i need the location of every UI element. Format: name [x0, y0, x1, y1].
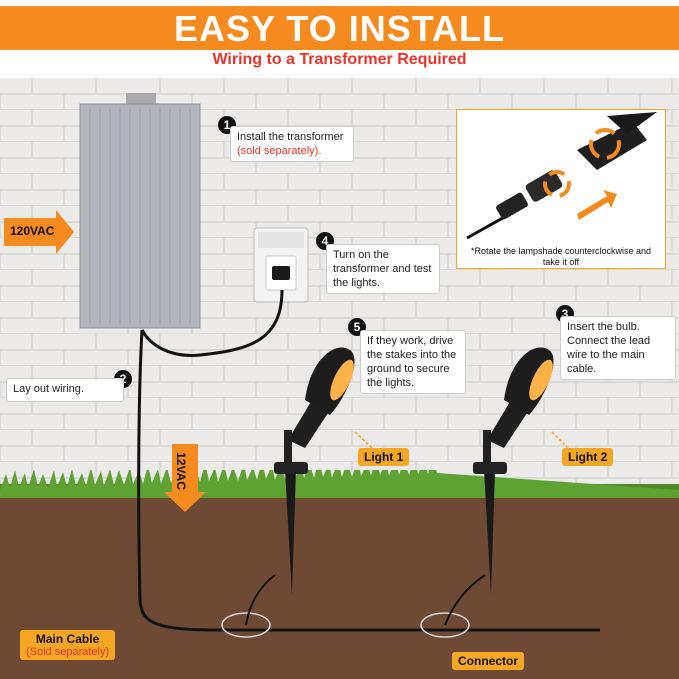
- lampshade-inset: *Rotate the lampshade counterclockwise a…: [456, 109, 666, 269]
- light-1-label: Light 1: [358, 448, 410, 466]
- inset-note: *Rotate the lampshade counterclockwise a…: [470, 246, 652, 267]
- transformer-icon: [79, 93, 201, 329]
- step-1-subtext: (sold separately).: [237, 145, 322, 157]
- main-cable-label: Main Cable (Sold separately): [20, 630, 116, 660]
- connector-icon: [221, 612, 271, 638]
- spotlight-2-icon: [473, 347, 554, 595]
- header-banner: EASY TO INSTALL Wiring to a Transformer …: [0, 0, 679, 78]
- output-voltage-label: 12VAC: [173, 452, 188, 490]
- step-4-callout: Turn on the transformer and test the lig…: [326, 244, 440, 294]
- input-voltage-arrow: [4, 210, 74, 254]
- connector-label: Connector: [452, 652, 524, 670]
- plug-wire: [140, 289, 284, 357]
- lampshade-removal-icon: [466, 112, 657, 240]
- outlet-icon: [253, 227, 309, 303]
- step-3-callout: Insert the bulb. Connect the lead wire t…: [560, 316, 676, 380]
- page-subtitle: Wiring to a Transformer Required: [212, 51, 467, 68]
- step-2-callout: Lay out wiring.: [6, 378, 124, 402]
- step-5-callout: If they work, drive the stakes into the …: [360, 330, 466, 394]
- connector-icon: [420, 612, 470, 638]
- step-1-callout: Install the transformer (sold separately…: [230, 126, 354, 162]
- output-voltage-arrow: [164, 444, 206, 512]
- input-voltage-label: 120VAC: [10, 224, 55, 238]
- step-1-text: Install the transformer: [237, 131, 344, 143]
- page-title: EASY TO INSTALL: [0, 6, 679, 50]
- light-2-label: Light 2: [562, 448, 614, 466]
- main-cable-title: Main Cable: [35, 632, 100, 646]
- spotlight-1-icon: [274, 347, 355, 595]
- main-cable-subtitle: (Sold separately): [26, 646, 110, 658]
- main-cable-wire: [137, 329, 600, 632]
